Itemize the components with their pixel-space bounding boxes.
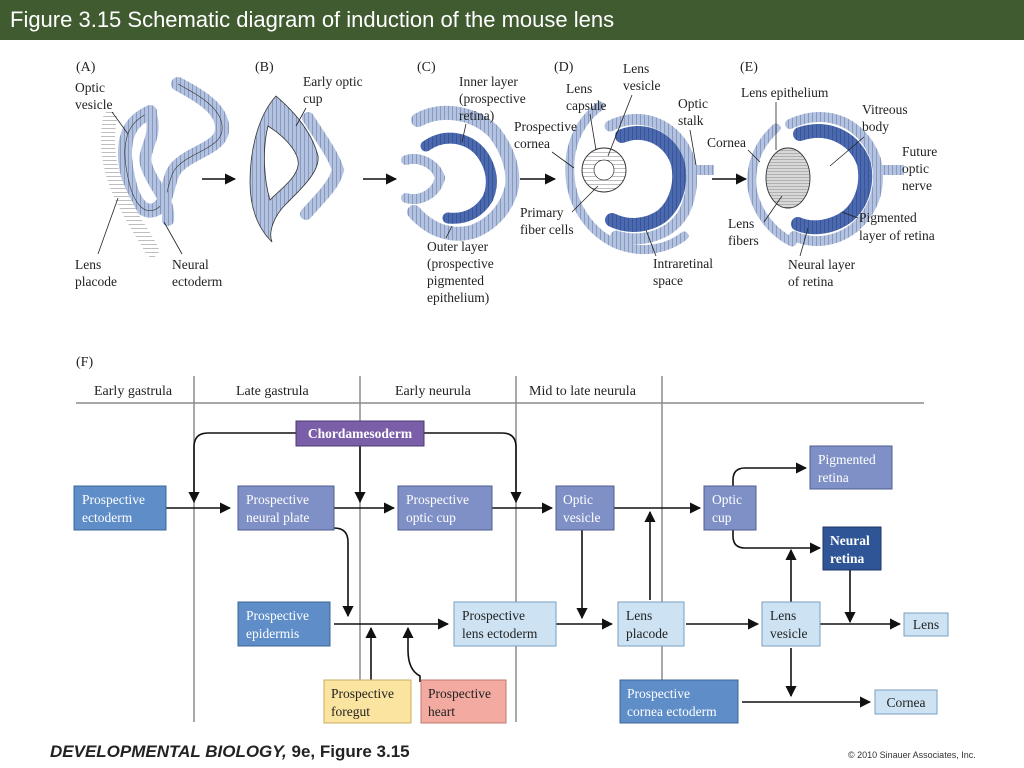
- svg-text:Chordamesoderm: Chordamesoderm: [308, 426, 413, 441]
- copyright-notice: © 2010 Sinauer Associates, Inc.: [848, 750, 976, 760]
- flow-optic-cup-to-neural-retina: [732, 528, 822, 554]
- outer-eye-layer-shape: [604, 113, 697, 245]
- stage-mid-late-neurula: Mid to late neurula: [529, 384, 637, 399]
- stage-early-gastrula: Early gastrula: [94, 384, 173, 399]
- box-cornea: Cornea: [874, 689, 938, 715]
- flow-heart-up: [402, 626, 421, 682]
- panel-f: (F) Early gastrula Late gastrula Early n…: [73, 355, 949, 724]
- stage-early-neurula: Early neurula: [395, 384, 472, 399]
- slide-title: Figure 3.15 Schematic diagram of inducti…: [10, 7, 615, 32]
- title-bar: Figure 3.15 Schematic diagram of inducti…: [0, 0, 1024, 40]
- panel-d-letter: (D): [554, 60, 574, 75]
- box-chordamesoderm: Chordamesoderm: [295, 420, 425, 447]
- lens-placode-shape: [101, 111, 159, 257]
- label-lens-epithelium: Lens epithelium: [741, 85, 829, 100]
- flow-optic-cup-to-pigmented-retina: [732, 462, 808, 490]
- flow-chordamesoderm-to-neural-plate: [188, 432, 296, 504]
- label-cornea: Cornea: [707, 135, 746, 150]
- svg-text:Cornea: Cornea: [887, 695, 926, 710]
- book-figure-ref: 9e, Figure 3.15: [286, 742, 410, 761]
- lens-fibers-shape: [765, 147, 811, 209]
- retina-layer-shape: [605, 125, 687, 232]
- box-lens: Lens: [903, 612, 949, 637]
- inner-layer-shape: [420, 132, 497, 224]
- neural-layer-shape: [791, 123, 873, 235]
- stage-late-gastrula: Late gastrula: [236, 384, 309, 399]
- panel-a-letter: (A): [76, 60, 96, 75]
- flow-neural-plate-to-lens-ectoderm: [333, 527, 354, 618]
- book-citation: DEVELOPMENTAL BIOLOGY, 9e, Figure 3.15: [50, 742, 410, 762]
- panel-b-letter: (B): [255, 60, 274, 75]
- pigmented-layer-shape: [785, 111, 883, 247]
- svg-text:Lens: Lens: [913, 617, 939, 632]
- panel-c-letter: (C): [417, 60, 436, 75]
- panel-e-letter: (E): [740, 60, 758, 75]
- book-title: DEVELOPMENTAL BIOLOGY,: [50, 742, 287, 761]
- panel-f-letter: (F): [76, 355, 93, 370]
- flow-chordamesoderm-to-optic-vesicle: [424, 432, 522, 504]
- cornea-shape: [747, 123, 797, 247]
- outer-layer-shape: [407, 105, 520, 241]
- neural-ectoderm-shape: [139, 106, 175, 226]
- prospective-cornea-shape: [565, 101, 689, 254]
